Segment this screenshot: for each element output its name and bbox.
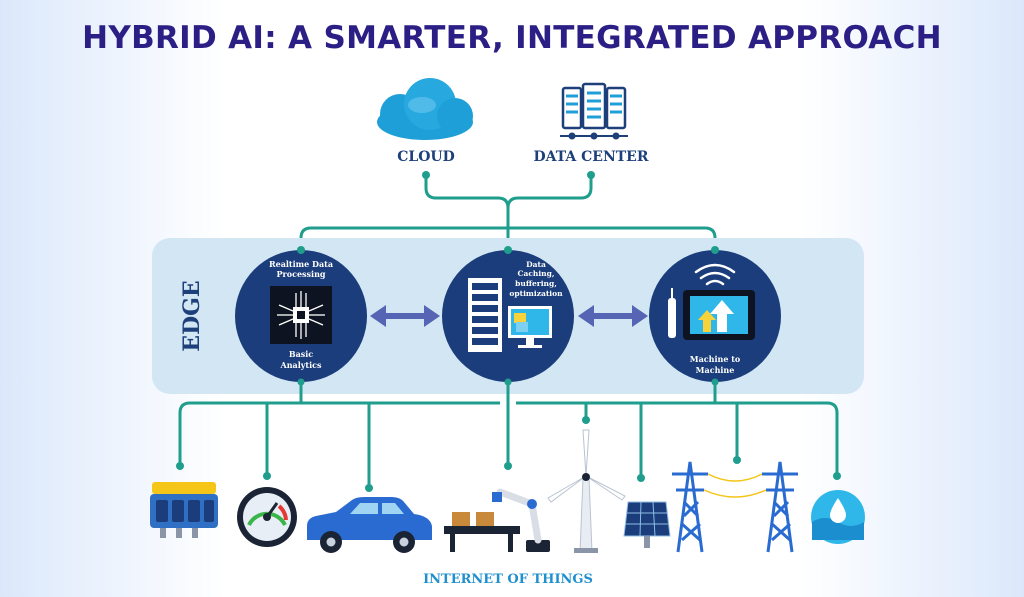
edge-node-caching: Data Caching, buffering, optimization [442, 250, 574, 382]
chip-icon [270, 286, 332, 344]
node-bottom-label: Machine to [690, 354, 741, 364]
car-icon [307, 497, 432, 553]
cloud-label: CLOUD [397, 149, 455, 165]
bottom-connectors [176, 246, 841, 492]
page-title: HYBRID AI: A SMARTER, INTEGRATED APPROAC… [82, 20, 942, 56]
tablet-icon [668, 288, 755, 340]
solar-panel-icon [623, 501, 671, 548]
server-monitor-icon [468, 278, 552, 352]
node-bottom-label: Analytics [279, 360, 322, 370]
data-center-label: DATA CENTER [534, 149, 649, 165]
wifi-icon [694, 263, 736, 286]
edge-node-machine: Machine to Machine [649, 250, 781, 382]
wind-turbine-icon [547, 429, 626, 553]
node-top-label: Data [526, 260, 546, 269]
node-bottom-label: Machine [696, 365, 735, 375]
edge-node-processing: Realtime Data Processing Basic Analytics [235, 250, 367, 382]
edge-arrow-left [370, 305, 440, 327]
top-connectors [299, 171, 717, 250]
robot-arm-conveyor-icon [444, 488, 550, 552]
iot-label: INTERNET OF THINGS [423, 572, 593, 587]
node-top-label: Processing [277, 269, 326, 279]
power-tower-icon [672, 461, 798, 553]
water-drop-icon [811, 490, 865, 544]
data-center-icon [560, 82, 628, 140]
engine-icon [150, 482, 218, 538]
cloud-icon [377, 78, 473, 140]
edge-arrow-right [578, 305, 648, 327]
node-top-label: Caching, [517, 269, 554, 278]
node-top-label: buffering, [515, 279, 557, 288]
edge-label: EDGE [179, 280, 205, 351]
node-top-label: optimization [509, 289, 563, 298]
node-top-label: Realtime Data [269, 259, 333, 269]
gauge-icon [237, 487, 297, 547]
node-bottom-label: Basic [289, 349, 313, 359]
